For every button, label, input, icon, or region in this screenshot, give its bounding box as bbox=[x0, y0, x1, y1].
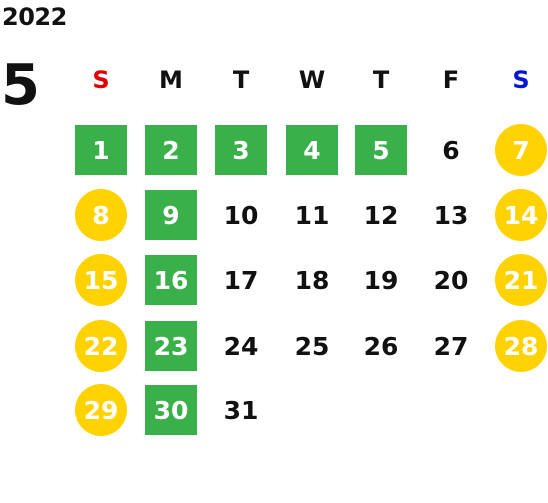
day-cell-8[interactable]: 8 bbox=[75, 189, 127, 241]
day-cell-29[interactable]: 29 bbox=[75, 384, 127, 436]
weekday-label: S bbox=[512, 66, 530, 94]
day-cell-28[interactable]: 28 bbox=[495, 320, 547, 372]
day-cell-20[interactable]: 20 bbox=[433, 265, 469, 295]
day-cell-3[interactable]: 3 bbox=[215, 125, 267, 175]
day-cell-23[interactable]: 23 bbox=[145, 321, 197, 371]
day-cell-2[interactable]: 2 bbox=[145, 125, 197, 175]
day-cell-16[interactable]: 16 bbox=[145, 255, 197, 305]
year-label: 2022 bbox=[2, 3, 67, 31]
day-cell-30[interactable]: 30 bbox=[145, 385, 197, 435]
day-cell-6[interactable]: 6 bbox=[442, 135, 460, 165]
day-cell-4[interactable]: 4 bbox=[286, 125, 338, 175]
day-cell-17[interactable]: 17 bbox=[223, 265, 259, 295]
weekday-label: T bbox=[372, 66, 390, 94]
weekday-label: M bbox=[159, 66, 183, 94]
day-cell-31[interactable]: 31 bbox=[223, 395, 259, 425]
day-cell-12[interactable]: 12 bbox=[363, 200, 399, 230]
day-cell-9[interactable]: 9 bbox=[145, 190, 197, 240]
weekday-label: F bbox=[442, 66, 460, 94]
day-cell-22[interactable]: 22 bbox=[75, 320, 127, 372]
weekday-label: T bbox=[232, 66, 250, 94]
day-cell-18[interactable]: 18 bbox=[294, 265, 330, 295]
day-cell-26[interactable]: 26 bbox=[363, 331, 399, 361]
month-label: 5 bbox=[1, 53, 40, 118]
day-cell-14[interactable]: 14 bbox=[495, 189, 547, 241]
day-cell-24[interactable]: 24 bbox=[223, 331, 259, 361]
day-cell-27[interactable]: 27 bbox=[433, 331, 469, 361]
day-cell-11[interactable]: 11 bbox=[294, 200, 330, 230]
day-cell-15[interactable]: 15 bbox=[75, 254, 127, 306]
day-cell-19[interactable]: 19 bbox=[363, 265, 399, 295]
weekday-label: S bbox=[92, 66, 110, 94]
day-cell-13[interactable]: 13 bbox=[433, 200, 469, 230]
day-cell-7[interactable]: 7 bbox=[495, 124, 547, 176]
weekday-label: W bbox=[298, 66, 326, 94]
day-cell-25[interactable]: 25 bbox=[294, 331, 330, 361]
day-cell-10[interactable]: 10 bbox=[223, 200, 259, 230]
day-cell-5[interactable]: 5 bbox=[355, 125, 407, 175]
day-cell-1[interactable]: 1 bbox=[75, 125, 127, 175]
day-cell-21[interactable]: 21 bbox=[495, 254, 547, 306]
